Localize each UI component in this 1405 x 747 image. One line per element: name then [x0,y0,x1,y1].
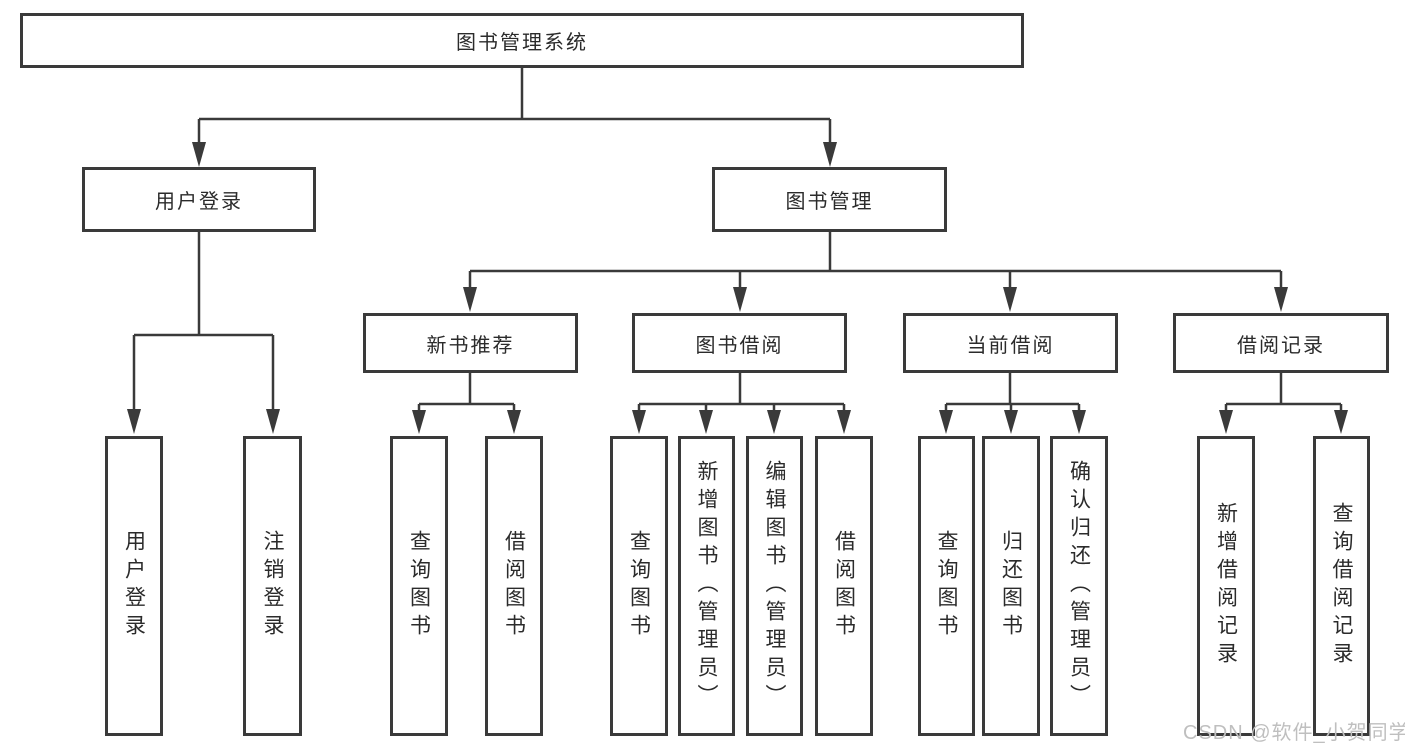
node-label: 编辑图书（管理员） [763,460,786,712]
node-label: 查询图书 [935,530,958,642]
leaf-bb-borrow-books: 借阅图书 [815,436,873,736]
leaf-br-add-record: 新增借阅记录 [1197,436,1255,736]
node-label: 图书管理 [785,191,874,213]
node-user-login: 用户登录 [82,167,316,232]
node-label: 用户登录 [122,530,146,642]
leaf-user-login: 用户登录 [105,436,163,736]
node-label: 用户登录 [155,191,243,213]
node-borrow-records: 借阅记录 [1173,313,1389,373]
node-label: 查询图书 [407,530,431,642]
node-label: 图书管理系统 [456,32,588,54]
node-label: 确认归还（管理员） [1067,460,1091,712]
node-label: 借阅图书 [832,530,856,642]
node-new-book-recommend: 新书推荐 [363,313,578,373]
leaf-bb-edit-books-admin: 编辑图书（管理员） [746,436,803,736]
leaf-logout: 注销登录 [243,436,302,736]
leaf-bb-query-books: 查询图书 [610,436,668,736]
node-label: 归还图书 [999,530,1023,642]
node-label: 新增图书（管理员） [695,460,718,712]
node-label: 新增借阅记录 [1214,502,1238,670]
node-label: 新书推荐 [426,334,515,357]
leaf-bb-add-books-admin: 新增图书（管理员） [678,436,735,736]
leaf-br-query-record: 查询借阅记录 [1313,436,1370,736]
node-label: 图书借阅 [695,334,784,357]
node-label: 借阅图书 [502,530,526,642]
leaf-nb-query-books: 查询图书 [390,436,448,736]
csdn-watermark: CSDN @软件_小贺同学 [1183,722,1405,744]
node-current-borrow: 当前借阅 [903,313,1118,373]
node-label: 查询借阅记录 [1330,502,1353,670]
leaf-cb-return-books: 归还图书 [982,436,1040,736]
leaf-cb-confirm-return-admin: 确认归还（管理员） [1050,436,1108,736]
leaf-nb-borrow-books: 借阅图书 [485,436,543,736]
node-label: 查询图书 [627,530,651,642]
node-label: 当前借阅 [966,334,1055,357]
node-label: 注销登录 [261,530,284,642]
node-book-management: 图书管理 [712,167,947,232]
node-root: 图书管理系统 [20,13,1024,68]
node-book-borrow: 图书借阅 [632,313,847,373]
node-label: 借阅记录 [1237,334,1325,357]
leaf-cb-query-books: 查询图书 [918,436,975,736]
